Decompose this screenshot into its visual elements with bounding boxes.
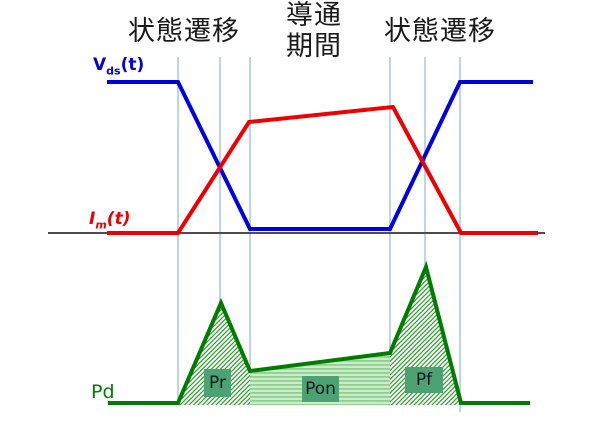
- label-pr-region: Pr: [204, 369, 231, 397]
- pd-waveform: [108, 260, 530, 405]
- vds-symbol: V: [93, 55, 107, 75]
- label-vds: Vds(t): [93, 55, 144, 77]
- im-waveform: [107, 104, 538, 235]
- label-pf-region: Pf: [405, 367, 443, 393]
- vds-waveform: [107, 80, 533, 231]
- label-im: Im(t): [89, 209, 130, 231]
- label-conduction-period: 導通 期間: [281, 0, 347, 62]
- pr-region: [178, 303, 250, 405]
- label-state-transition-left: 状態遷移: [128, 16, 240, 47]
- vds-arg: (t): [120, 55, 145, 75]
- im-symbol: I: [89, 209, 96, 229]
- label-conduction-line1: 導通: [286, 0, 342, 31]
- im-subscript: m: [95, 218, 107, 232]
- label-pon-region: Pon: [302, 376, 339, 402]
- label-pd: Pd: [91, 381, 115, 403]
- vds-subscript: ds: [106, 64, 121, 78]
- label-conduction-line2: 期間: [286, 31, 342, 62]
- im-arg: (t): [106, 209, 131, 229]
- label-state-transition-right: 状態遷移: [384, 16, 496, 47]
